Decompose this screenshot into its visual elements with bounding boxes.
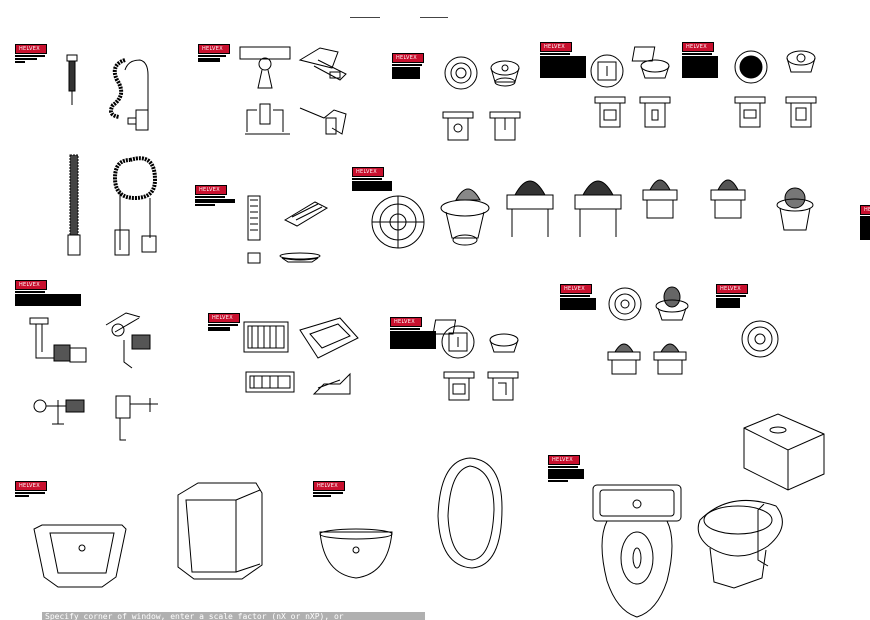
brand-logo: HELVEX: [390, 317, 422, 327]
single-handle-mixer: [298, 47, 347, 135]
drain-section-h: [487, 371, 519, 401]
floor-drain-plan-3: [741, 320, 779, 358]
trench-drain-profile: [312, 372, 351, 395]
trench-drain-iso: [299, 317, 359, 359]
round-washbasin: [319, 528, 393, 579]
brand-logo: HELVEX: [208, 313, 240, 323]
brand-logo: HELVEX: [548, 455, 580, 465]
brand-logo: HELVEX: [15, 280, 47, 290]
title-dash-1: [350, 17, 380, 18]
linear-grille: [247, 195, 261, 264]
brand-block-trench: HELVEX: [208, 313, 240, 331]
drain-section-c: [594, 96, 626, 128]
brand-logo: HELVEX: [682, 42, 714, 52]
flush-valve-1: [29, 317, 87, 363]
brand-block-toilets: HELVEX: [548, 455, 584, 482]
square-drain-cover-2: [441, 325, 475, 359]
brand-logo: HELVEX: [560, 284, 592, 294]
brand-block-flush-valves: HELVEX: [15, 280, 81, 306]
brand-block-edge: HELVEX: [860, 205, 870, 240]
trench-drain-plan: [243, 321, 289, 353]
dome-drain-6: [776, 187, 814, 231]
brand-logo: HELVEX: [15, 44, 47, 54]
round-drain-cover: [444, 56, 478, 90]
straight-spout-tall: [67, 154, 81, 256]
drain-section-f: [785, 96, 817, 128]
drain-body-iso: [490, 60, 520, 87]
dome-drain-7: [655, 286, 689, 321]
dome-drain-3: [574, 180, 622, 237]
brand-block-drains-3: HELVEX: [682, 42, 718, 78]
dark-drain-cover: [734, 50, 768, 84]
brand-block-drains-6: HELVEX: [716, 284, 748, 308]
grille-iso: [279, 201, 329, 263]
dome-drain-8: [607, 343, 641, 375]
pre-rinse-faucet-tall: [112, 156, 158, 256]
square-drain-iso: [631, 46, 670, 79]
brand-logo: HELVEX: [352, 167, 384, 177]
straight-spout-faucet: [66, 54, 78, 105]
floor-drain-plan: [371, 195, 425, 249]
brand-block-mixers: HELVEX: [198, 44, 230, 62]
brand-block-washbasin: HELVEX: [313, 481, 345, 497]
square-drain-iso-2: [432, 319, 519, 353]
toilet-iso: [697, 413, 825, 589]
brand-logo: HELVEX: [195, 185, 227, 195]
dome-drain-2: [506, 180, 554, 237]
drain-section-b: [489, 111, 521, 141]
flush-valve-4: [115, 395, 158, 441]
brand-logo: HELVEX: [313, 481, 345, 491]
drain-body-iso-2: [786, 50, 816, 73]
command-line[interactable]: Specify corner of window, enter a scale …: [42, 612, 425, 620]
brand-block-drains-2: HELVEX: [540, 42, 586, 78]
dome-drain-1: [440, 188, 490, 246]
corner-sink: [33, 524, 127, 588]
floor-drain-plan-2: [608, 287, 642, 321]
toilet-plan: [592, 484, 682, 618]
title-dash-2: [420, 17, 448, 18]
brand-block-faucets: HELVEX: [15, 44, 47, 63]
brand-logo: HELVEX: [392, 53, 424, 63]
dome-drain-5: [710, 179, 746, 219]
trench-drain-section: [245, 371, 295, 393]
drain-section-d: [639, 96, 671, 128]
brand-logo: HELVEX: [15, 481, 47, 491]
brand-logo: HELVEX: [716, 284, 748, 294]
dome-drain-4: [642, 179, 678, 219]
brand-block-floor-drains: HELVEX: [352, 167, 392, 191]
wall-urinal-box: [177, 482, 263, 580]
flush-valve-2: [105, 312, 151, 369]
drain-section-e: [734, 96, 766, 128]
brand-logo: HELVEX: [540, 42, 572, 52]
lever-faucet: [239, 46, 291, 135]
brand-block-sinks: HELVEX: [15, 481, 47, 497]
urinal-egg: [437, 457, 503, 569]
flush-valve-3: [33, 399, 85, 425]
pre-rinse-faucet-coil: [109, 58, 149, 131]
brand-block-grilles: HELVEX: [195, 185, 235, 206]
drain-section-g: [443, 371, 475, 401]
brand-block-drains-4: HELVEX: [390, 317, 436, 349]
brand-logo: HELVEX: [860, 205, 870, 215]
brand-block-drains-5: HELVEX: [560, 284, 596, 310]
drain-section-a: [442, 111, 474, 141]
brand-block-drains-1: HELVEX: [392, 53, 424, 79]
square-drain-cover: [590, 54, 624, 88]
dome-drain-9: [653, 343, 687, 375]
brand-logo: HELVEX: [198, 44, 230, 54]
